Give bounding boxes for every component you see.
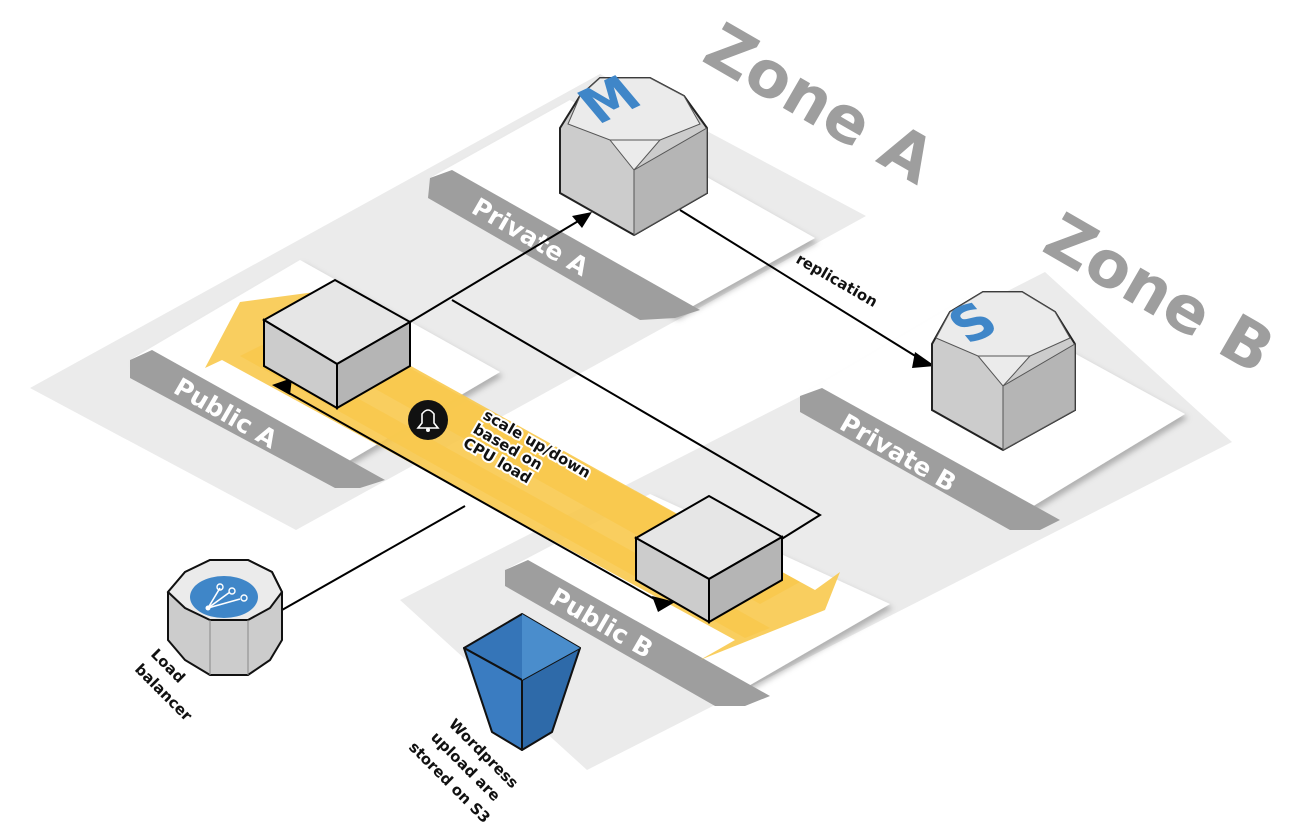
connection-web-a-to-master <box>409 216 586 323</box>
connection-replication <box>679 209 926 363</box>
arrowhead-web-a <box>272 378 292 395</box>
arrowhead-master <box>572 212 592 228</box>
arrowhead-web-b <box>652 596 675 612</box>
web-server-a[interactable] <box>262 278 413 410</box>
public-b-label-bar <box>505 560 770 706</box>
replication-label: replication <box>793 250 881 311</box>
load-balancer[interactable] <box>166 559 284 676</box>
connection-lb-trunk <box>281 505 466 611</box>
arrowhead-slave <box>912 352 935 368</box>
load-balancer-icon <box>190 576 258 618</box>
connection-lb-to-web-b <box>279 387 666 606</box>
connections <box>279 209 926 611</box>
web-server-b[interactable] <box>633 494 785 624</box>
master-db[interactable]: M <box>559 66 708 237</box>
public-a-label-bar <box>130 350 385 488</box>
s3-bucket[interactable] <box>463 613 581 751</box>
connection-web-b-to-master <box>451 299 822 541</box>
slave-db[interactable]: S <box>931 291 1076 452</box>
bell-icon <box>408 400 448 440</box>
private-b-label-bar <box>800 388 1060 530</box>
private-a-label-bar <box>428 170 700 320</box>
arrowheads <box>272 212 935 612</box>
